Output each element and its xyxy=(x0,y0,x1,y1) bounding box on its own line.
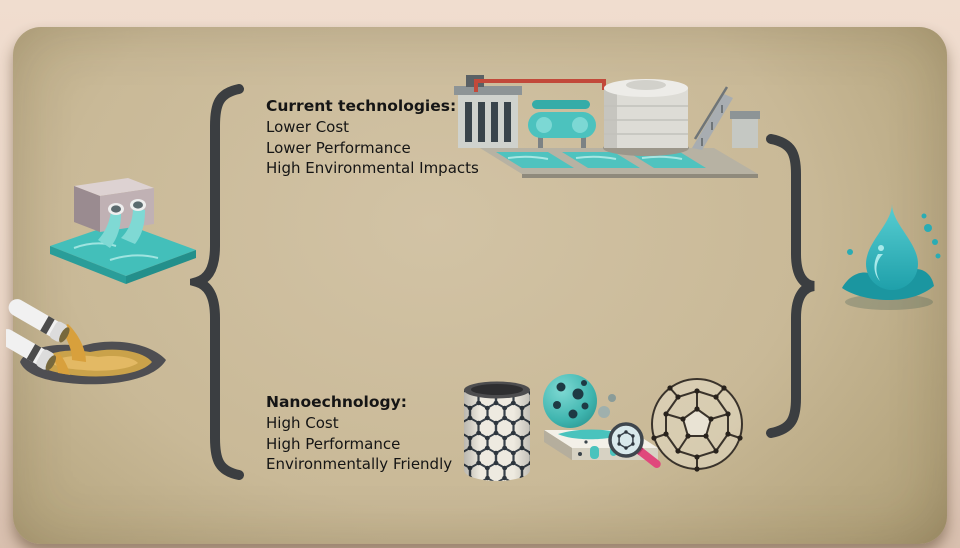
sludge-pipe xyxy=(8,299,70,343)
right-curly-brace-icon xyxy=(766,134,815,438)
nanotech-item: Environmentally Friendly xyxy=(266,455,453,473)
settling-basins xyxy=(496,152,706,168)
sewage-pipes-icon xyxy=(6,299,166,385)
clean-water-drop-icon xyxy=(842,204,941,310)
nanotech-item: High Performance xyxy=(266,434,401,453)
magnifier-icon xyxy=(608,422,661,469)
nanotech-item: High Cost xyxy=(266,414,339,432)
droplet-shape xyxy=(866,204,918,290)
membrane-magnifier-icon xyxy=(544,422,661,469)
red-pipe xyxy=(474,79,606,92)
teal-process-tank xyxy=(528,100,596,148)
carbon-nanotube-icon xyxy=(464,381,530,481)
current-technologies-block: Current technologies: Lower Cost Lower P… xyxy=(266,96,506,179)
nanotechnology-block: Nanoechnology: High Cost High Performanc… xyxy=(266,392,506,475)
current-technologies-title: Current technologies: xyxy=(266,97,457,115)
auxiliary-unit xyxy=(730,111,760,148)
storage-tank xyxy=(603,79,689,156)
current-tech-item: Lower Cost xyxy=(266,118,350,136)
fullerene-icon xyxy=(651,378,743,472)
nanotechnology-title: Nanoechnology: xyxy=(266,393,407,411)
nanoparticle-icon xyxy=(543,374,616,428)
current-tech-item: High Environmental Impacts xyxy=(266,159,479,177)
tank-staircase xyxy=(692,86,733,150)
left-curly-brace-icon xyxy=(190,84,244,480)
treatment-plant-icon xyxy=(454,75,760,178)
wastewater-outfall-icon xyxy=(50,178,196,284)
plant-building xyxy=(454,75,522,148)
sludge-pipe xyxy=(6,329,57,371)
current-tech-item: Lower Performance xyxy=(266,138,411,157)
water-streams xyxy=(98,199,146,248)
